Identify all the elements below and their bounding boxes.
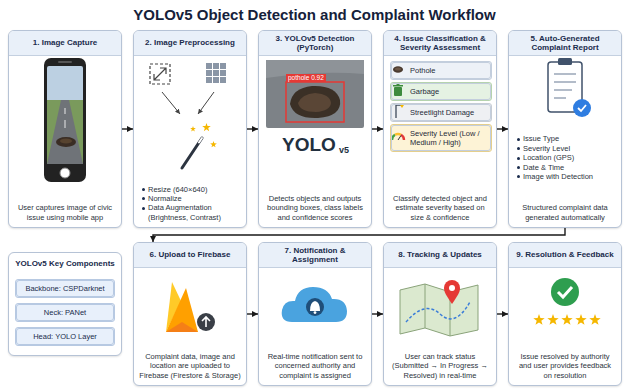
flow-arrow [372,313,383,314]
flow-arrow [497,313,508,314]
flow-arrow [497,128,508,129]
step-heading: 7. Notification & Assignment [259,243,371,268]
component-box: Head: YOLO Layer [15,327,115,346]
bullet-item: Location (GPS) [509,153,621,162]
logo-text: YOLO [282,134,336,156]
step-description: Classify detected object and estimate se… [384,194,496,227]
bullet-item: Data Augmentation (Brightness, Contrast) [134,203,246,227]
flow-arrow [247,313,258,314]
step-heading: 3. YOLOv5 Detection (PyTorch) [259,31,371,56]
category-label: Severity Level (Low / Medium / High) [391,125,491,151]
bullet-item: Date & Time [509,163,621,172]
step-description: Real-time notification sent to concerned… [259,352,371,385]
category-label: Garbage [391,83,491,100]
step-description: User captures image of civic issue using… [9,203,121,227]
step-heading: 9. Resolution & Feedback [509,243,621,268]
bullet-item: Normalize [134,194,246,203]
step-heading: 5. Auto-Generated Complaint Report [509,31,621,56]
component-box: Neck: PANet [15,303,115,322]
step-description: User can track status (Submitted → In Pr… [384,352,496,385]
detection-tag: pothole 0.92 [286,74,326,82]
step-description: Complaint data, image and location are u… [134,352,246,385]
step-description: Issue resolved by authority and user pro… [509,352,621,385]
component-box: Backbone: CSPDarknet [15,279,115,298]
category-box: Garbage [390,82,492,101]
step-description: Structured complaint data generated auto… [509,203,621,227]
step-heading: 2. Image Preprocessing [134,31,246,56]
flow-arrow [153,228,565,242]
flow-arrow [247,128,258,129]
flow-arrow [122,128,133,129]
bullet-item: Resize (640×640) [134,185,246,194]
component-label: Backbone: CSPDarknet [16,280,114,297]
process-step: 3. YOLOv5 Detection (PyTorch) Detects obj… [258,30,372,228]
component-panel: YOLOv5 Key ComponentsBackbone: CSPDarkne… [8,252,122,356]
category-label: Pothole [391,62,491,79]
process-step: 1. Image CaptureUser captures image of c… [8,30,122,228]
bullet-item: Image with Detection [509,172,621,181]
category-box: Streetlight Damage [390,103,492,122]
component-label: Neck: PANet [16,304,114,321]
bullet-item: Issue Type [509,134,621,143]
component-heading: YOLOv5 Key Components [9,253,121,269]
process-step: 4. Issue Classification & Severity Asses… [383,30,497,228]
category-label: Streetlight Damage [391,104,491,121]
component-label: Head: YOLO Layer [16,328,114,345]
step-heading: 6. Upload to Firebase [134,243,246,268]
process-step: 6. Upload to FirebaseComplaint data, ima… [133,242,247,386]
flow-arrow [372,128,383,129]
step-description: Detects objects and outputs bounding box… [259,194,371,227]
diagram-title: YOLOv5 Object Detection and Complaint Wo… [0,6,629,24]
step-heading: 8. Tracking & Updates [384,243,496,268]
step-heading: 1. Image Capture [9,31,121,56]
bullet-item: Severity Level [509,144,621,153]
process-step: 5. Auto-Generated Complaint ReportIssue … [508,30,622,228]
logo-version: v5 [339,145,349,155]
process-step: 2. Image PreprocessingResize (640×640)No… [133,30,247,228]
step-heading: 4. Issue Classification & Severity Asses… [384,31,496,56]
severity-box: Severity Level (Low / Medium / High) [390,124,492,152]
category-box: Pothole [390,61,492,80]
process-step: 9. Resolution & FeedbackIssue resolved b… [508,242,622,386]
process-step: 8. Tracking & UpdatesUser can track stat… [383,242,497,386]
process-step: 7. Notification & AssignmentReal-time no… [258,242,372,386]
